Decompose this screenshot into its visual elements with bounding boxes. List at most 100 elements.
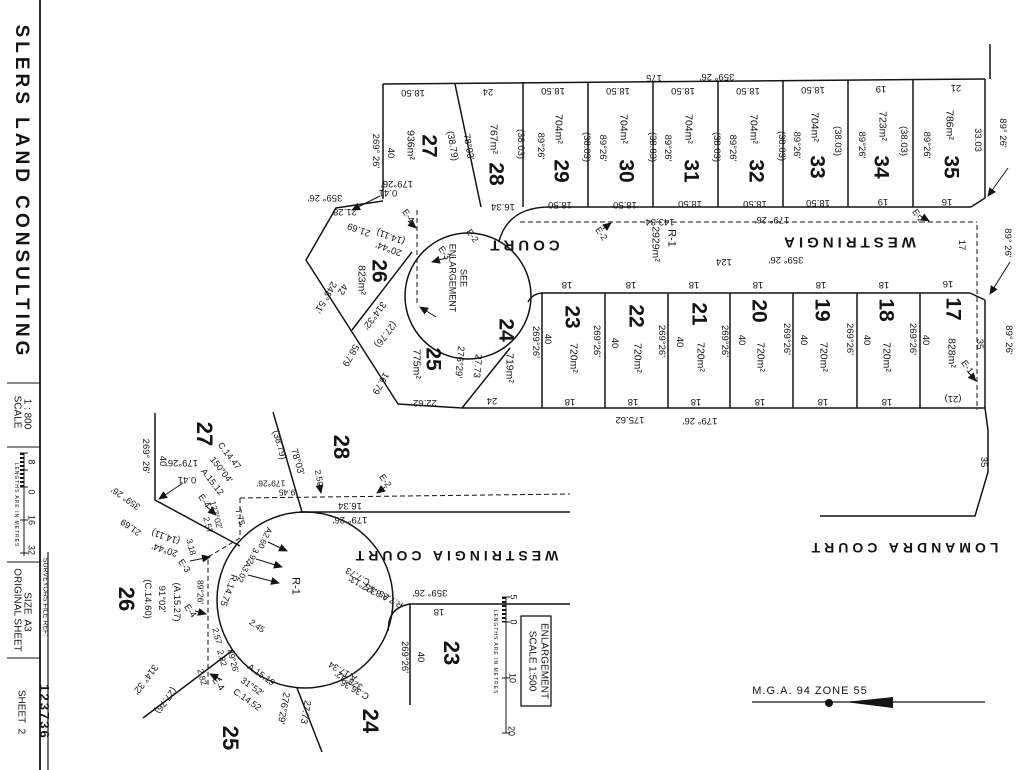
plan-label: SEE: [458, 268, 469, 288]
plan-label: 16.34: [338, 499, 362, 511]
plan-label: 2929m²: [649, 226, 662, 262]
plan-label: 936m²: [404, 130, 417, 160]
file-ref-label: SURVEYORS FILE REF:: [41, 557, 49, 637]
plan-label: 40: [414, 651, 426, 663]
plan-label: 16: [942, 277, 954, 289]
lot-number: 20: [747, 299, 771, 323]
plan-label: 775m²: [410, 349, 423, 379]
lot-number: 24: [494, 318, 518, 342]
lot-boundary-lines: [305, 44, 991, 517]
plan-label: 35: [977, 456, 989, 468]
plan-label: ENLARGEMENT: [447, 243, 458, 313]
plan-label: 89°26': [596, 134, 608, 162]
plan-label: 720m²: [880, 342, 893, 372]
enlargement-scale-box-frame: [520, 615, 552, 707]
plan-label: 17: [955, 239, 967, 251]
plan-label: 720m²: [754, 342, 767, 372]
plan-label: 0.41: [177, 473, 197, 485]
plan-label: 18: [688, 278, 700, 290]
plan-label: 89°26': [661, 134, 673, 162]
plan-label: 269°26': [529, 325, 541, 359]
plan-label: 89° 26': [1001, 228, 1013, 258]
plan-label: 359° 26': [307, 191, 343, 203]
street-name: COURT: [486, 236, 560, 254]
plan-label: 269° 26': [139, 438, 151, 474]
plan-label: 179° 26': [754, 213, 790, 225]
scalebar-note: LENGTHS ARE IN METRES: [13, 462, 20, 548]
plan-label: 18.50: [678, 197, 702, 209]
plan-label: 40: [608, 337, 620, 349]
plan-label: 18.50: [743, 197, 767, 209]
plan-label: 723m²: [876, 111, 889, 141]
plan-label: (38.03): [897, 125, 909, 157]
plan-label: 18: [878, 278, 890, 290]
plan-label: 175: [646, 71, 662, 83]
plan-label: 18.50: [401, 86, 425, 98]
plan-label: 269°26': [906, 322, 918, 356]
plan-label: 18: [564, 395, 576, 407]
plan-label: 704m²: [747, 114, 760, 144]
plan-label: 89°26': [534, 132, 546, 160]
plan-label: 704m²: [617, 114, 630, 144]
plan-label: 18.50: [671, 84, 695, 96]
enl-scalebar-tick: 5: [508, 594, 519, 600]
scalebar-tick: 8: [26, 459, 37, 465]
plan-label: 18.50: [806, 196, 830, 208]
lot-number: 29: [549, 159, 573, 183]
plan-label: 21.28: [333, 205, 357, 217]
plan-label: (38.03): [710, 131, 722, 163]
plan-label: 16.34: [491, 200, 515, 212]
plan-label: 16: [941, 195, 953, 207]
plan-label: 2.50: [312, 468, 326, 487]
enlargement-box-title: ENLARGEMENT: [538, 622, 550, 700]
plan-label: 704m²: [552, 114, 565, 144]
lot-number: 30: [614, 159, 638, 183]
plan-label: 35: [973, 338, 985, 350]
lot-number: 27: [192, 421, 217, 447]
plan-label: 18.50: [548, 198, 572, 210]
plan-label: 18: [627, 395, 639, 407]
lot-number: 17: [941, 297, 965, 321]
lot-number: 31: [679, 159, 703, 183]
lot-number: 25: [421, 347, 445, 371]
plan-label: 89°26': [195, 580, 206, 604]
plan-label: 359° 26': [699, 70, 735, 82]
lot-number: 23: [560, 305, 584, 329]
north-arrow: [752, 697, 985, 708]
enl-scalebar-note: LENGTHS ARE IN METRES: [492, 609, 499, 695]
plan-label: 18: [881, 395, 893, 407]
plan-label: 179° 26': [332, 513, 368, 525]
plan-label: 21: [950, 81, 962, 93]
plan-label: 767m²: [487, 124, 500, 154]
plan-label: 720m²: [567, 343, 580, 373]
plan-label: (21): [944, 392, 962, 404]
scalebar-tick: 16: [26, 514, 37, 526]
plan-label: 124: [716, 255, 732, 267]
lot-number: 32: [744, 159, 768, 183]
plan-label: R-1: [289, 577, 302, 595]
plan-label: 179°26': [256, 478, 286, 489]
plan-label: 91°02': [155, 585, 167, 613]
plan-label: 18: [754, 395, 766, 407]
enl-scalebar-tick: 20: [506, 725, 517, 737]
plan-label: 269°26': [590, 324, 602, 358]
plan-label: 40: [919, 334, 931, 346]
plan-label: 359° 26': [412, 586, 448, 598]
plan-label: (38.03): [514, 128, 526, 160]
plan-label: (A.15.27): [170, 582, 182, 622]
plan-label: 786m²: [943, 110, 956, 140]
lot-number: 19: [810, 298, 834, 322]
plan-label: 18.50: [606, 84, 630, 96]
plan-label: 269°26': [780, 322, 792, 356]
plan-label: (C.14.60): [141, 579, 153, 619]
street-name: WESTRINGIA: [780, 233, 916, 251]
plan-label: 89°26': [726, 134, 738, 162]
lot-number: 24: [358, 708, 383, 734]
plan-label: 828m²: [945, 338, 958, 368]
plan-label: 359° 26': [768, 253, 804, 265]
plan-label: 18: [815, 278, 827, 290]
lot-number: 22: [624, 304, 648, 328]
plan-label: 269°26': [398, 640, 410, 674]
lot-number: 28: [329, 434, 354, 460]
